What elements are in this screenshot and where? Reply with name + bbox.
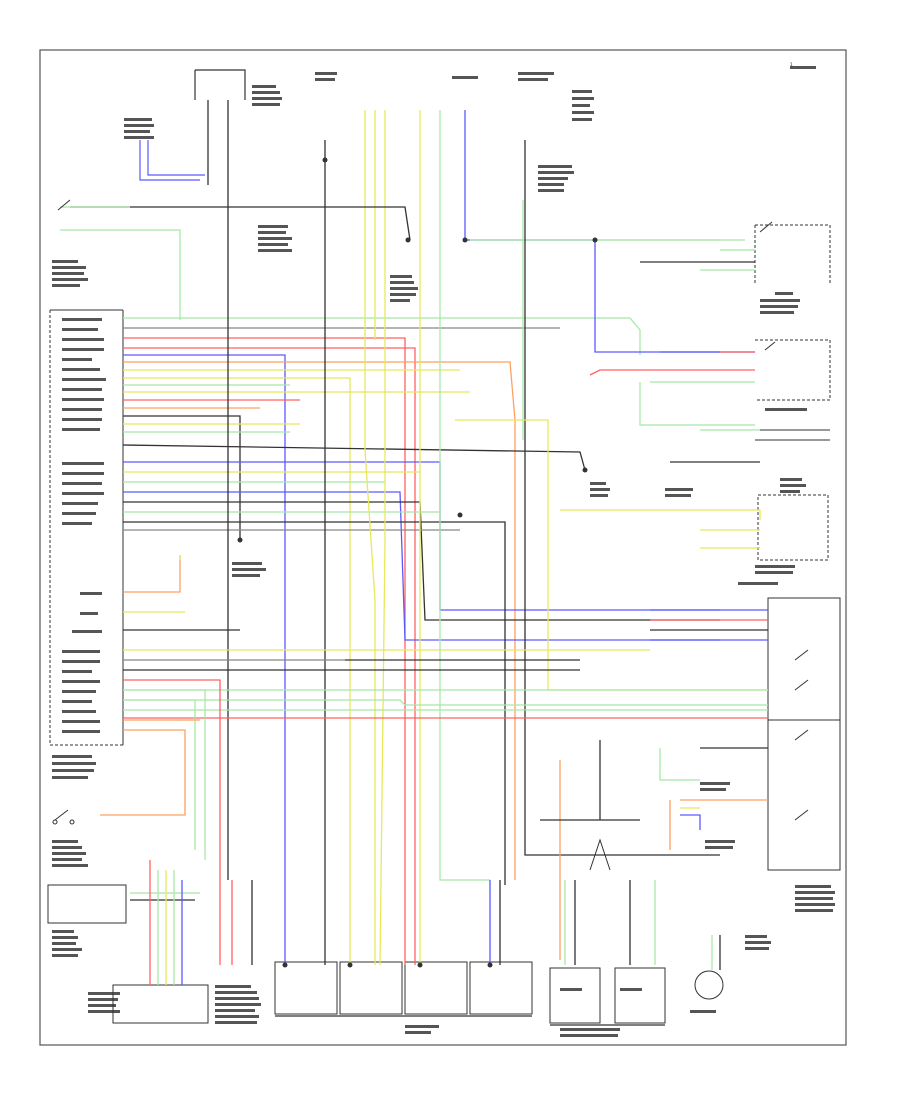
page-number: 1 (790, 62, 793, 68)
top-labels (52, 66, 835, 1037)
right-wires (123, 239, 768, 960)
switch-lines (60, 206, 411, 320)
sensor-loop (139, 69, 246, 181)
control-module (49, 309, 124, 746)
harness-wires (122, 317, 720, 965)
switch-icon (52, 199, 809, 871)
module-pin-labels (52, 318, 106, 779)
junction-dots (237, 157, 598, 968)
right-components (754, 224, 841, 871)
diagram-border (39, 49, 847, 1046)
bottom-drops (231, 880, 721, 970)
lower-left-wires (100, 555, 650, 985)
bottom-components (47, 884, 724, 1026)
vertical-risers (207, 100, 720, 966)
